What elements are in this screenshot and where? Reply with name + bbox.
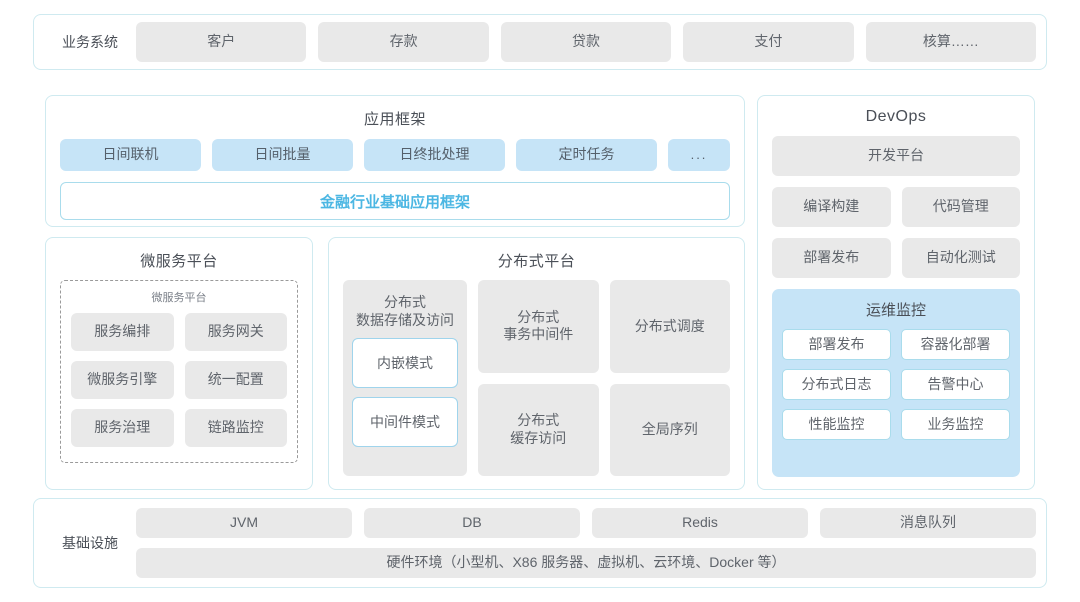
microservice-inner-title: 微服务平台	[151, 292, 207, 304]
infra-chip-jvm[interactable]: JVM	[136, 508, 352, 538]
app-framework-title: 应用框架	[363, 111, 426, 128]
devops-chip-automated-test[interactable]: 自动化测试	[901, 238, 1020, 278]
microservice-platform-title: 微服务平台	[140, 253, 218, 270]
distributed-platform-panel: 分布式平台 分布式 数据存储及访问 内嵌模式 中间件模式 分布式	[328, 237, 745, 490]
ops-chip-distributed-log[interactable]: 分布式日志	[782, 369, 891, 400]
distributed-right-grid: 分布式 事务中间件 分布式调度 分布式 缓存访问	[478, 280, 730, 476]
devops-title: DevOps	[865, 108, 927, 125]
devops-row-2: 部署发布 自动化测试	[772, 238, 1020, 278]
dist-cache-line1: 分布式	[517, 412, 560, 429]
dist-chip-global-sequence[interactable]: 全局序列	[609, 383, 730, 476]
infra-chip-hardware-environment[interactable]: 硬件环境（小型机、X86 服务器、虚拟机、云环境、Docker 等）	[136, 548, 1036, 578]
ops-monitor-title: 运维监控	[865, 302, 926, 319]
microservice-row-1: 服务编排 服务网关	[71, 313, 287, 351]
ops-chip-alert-center[interactable]: 告警中心	[901, 369, 1010, 400]
microservice-inner-group: 微服务平台 服务编排 服务网关 微服务引擎 统一配置 服务治理 链路监控	[60, 280, 298, 463]
devops-chip-deploy-release[interactable]: 部署发布	[772, 238, 891, 278]
infrastructure-row: 基础设施 JVM DB Redis 消息队列 硬件环境（小型机、X86 服务器、…	[33, 498, 1047, 588]
infra-chip-db[interactable]: DB	[364, 508, 580, 538]
infrastructure-items: JVM DB Redis 消息队列	[136, 508, 1036, 538]
dist-chip-middleware-mode[interactable]: 中间件模式	[352, 397, 458, 448]
business-system-chips: 客户 存款 贷款 支付 核算……	[136, 22, 1037, 62]
ops-chip-business-monitor[interactable]: 业务监控	[901, 409, 1010, 440]
infrastructure-stack: JVM DB Redis 消息队列 硬件环境（小型机、X86 服务器、虚拟机、云…	[136, 508, 1036, 578]
microservice-row-3: 服务治理 链路监控	[71, 409, 287, 447]
middle-area: 应用框架 日间联机 日间批量 日终批处理 定时任务 ... 金融行业基础应用框架…	[0, 86, 1080, 490]
dist-chip-transaction-middleware[interactable]: 分布式 事务中间件	[478, 280, 599, 373]
distributed-storage-label-line2: 数据存储及访问	[356, 312, 454, 329]
business-system-row: 业务系统 客户 存款 贷款 支付 核算……	[33, 14, 1047, 70]
business-chip-customer[interactable]: 客户	[136, 22, 307, 62]
app-framework-chips: 日间联机 日间批量 日终批处理 定时任务 ...	[60, 139, 730, 171]
microservice-platform-panel: 微服务平台 微服务平台 服务编排 服务网关 微服务引擎 统一配置 服务治理 链路…	[45, 237, 313, 490]
dist-tx-line1: 分布式	[517, 308, 560, 325]
devops-panel: DevOps 开发平台 编译构建 代码管理 部署发布 自动化测试 运维监控 部署…	[757, 95, 1035, 490]
micro-chip-unified-config[interactable]: 统一配置	[184, 361, 287, 399]
distributed-storage-label: 分布式 数据存储及访问	[352, 293, 458, 329]
ops-monitor-row-3: 性能监控 业务监控	[782, 409, 1010, 440]
micro-chip-service-governance[interactable]: 服务治理	[71, 409, 174, 447]
ops-monitor-row-1: 部署发布 容器化部署	[782, 329, 1010, 360]
ops-monitor-panel: 运维监控 部署发布 容器化部署 分布式日志 告警中心 性能监控 业务监控	[772, 289, 1020, 477]
micro-chip-service-orchestration[interactable]: 服务编排	[71, 313, 174, 351]
micro-chip-trace-monitor[interactable]: 链路监控	[184, 409, 287, 447]
infrastructure-label: 基础设施	[62, 535, 118, 551]
business-chip-deposit[interactable]: 存款	[318, 22, 489, 62]
app-framework-panel: 应用框架 日间联机 日间批量 日终批处理 定时任务 ... 金融行业基础应用框架	[45, 95, 745, 227]
dist-cache-line2: 缓存访问	[510, 429, 567, 446]
business-chip-loan[interactable]: 贷款	[500, 22, 672, 62]
distributed-right-row-1: 分布式 事务中间件 分布式调度	[478, 280, 730, 373]
app-chip-daytime-online[interactable]: 日间联机	[60, 139, 201, 171]
dist-chip-cache-access[interactable]: 分布式 缓存访问	[478, 383, 599, 476]
devops-chip-compile-build[interactable]: 编译构建	[772, 187, 891, 227]
distributed-right-row-2: 分布式 缓存访问 全局序列	[478, 383, 730, 476]
infra-chip-redis[interactable]: Redis	[592, 508, 808, 538]
business-chip-accounting[interactable]: 核算……	[865, 22, 1037, 62]
ops-chip-deploy-release[interactable]: 部署发布	[782, 329, 891, 360]
distributed-storage-card[interactable]: 分布式 数据存储及访问 内嵌模式 中间件模式	[343, 280, 467, 476]
business-chip-payment[interactable]: 支付	[683, 22, 854, 62]
distributed-grid: 分布式 数据存储及访问 内嵌模式 中间件模式 分布式 事务中间件	[343, 280, 730, 476]
devops-row-1: 编译构建 代码管理	[772, 187, 1020, 227]
distributed-platform-title: 分布式平台	[497, 253, 576, 270]
business-system-label: 业务系统	[62, 34, 118, 50]
infra-chip-message-queue[interactable]: 消息队列	[820, 508, 1036, 538]
finance-foundation-bar[interactable]: 金融行业基础应用框架	[60, 182, 730, 220]
app-chip-more[interactable]: ...	[668, 139, 730, 171]
micro-chip-service-gateway[interactable]: 服务网关	[184, 313, 287, 351]
ops-chip-container-deploy[interactable]: 容器化部署	[901, 329, 1010, 360]
dist-tx-line2: 事务中间件	[503, 326, 574, 343]
dist-chip-scheduling[interactable]: 分布式调度	[609, 280, 730, 373]
ops-monitor-row-2: 分布式日志 告警中心	[782, 369, 1010, 400]
app-chip-daytime-batch[interactable]: 日间批量	[212, 139, 353, 171]
devops-chip-code-management[interactable]: 代码管理	[901, 187, 1020, 227]
app-chip-scheduled-task[interactable]: 定时任务	[516, 139, 657, 171]
dist-chip-embedded-mode[interactable]: 内嵌模式	[352, 338, 458, 389]
ops-chip-performance-monitor[interactable]: 性能监控	[782, 409, 891, 440]
devops-chip-dev-platform[interactable]: 开发平台	[772, 136, 1020, 176]
microservice-row-2: 微服务引擎 统一配置	[71, 361, 287, 399]
app-chip-eod-batch[interactable]: 日终批处理	[364, 139, 505, 171]
micro-chip-service-engine[interactable]: 微服务引擎	[71, 361, 174, 399]
distributed-storage-label-line1: 分布式	[384, 294, 426, 310]
